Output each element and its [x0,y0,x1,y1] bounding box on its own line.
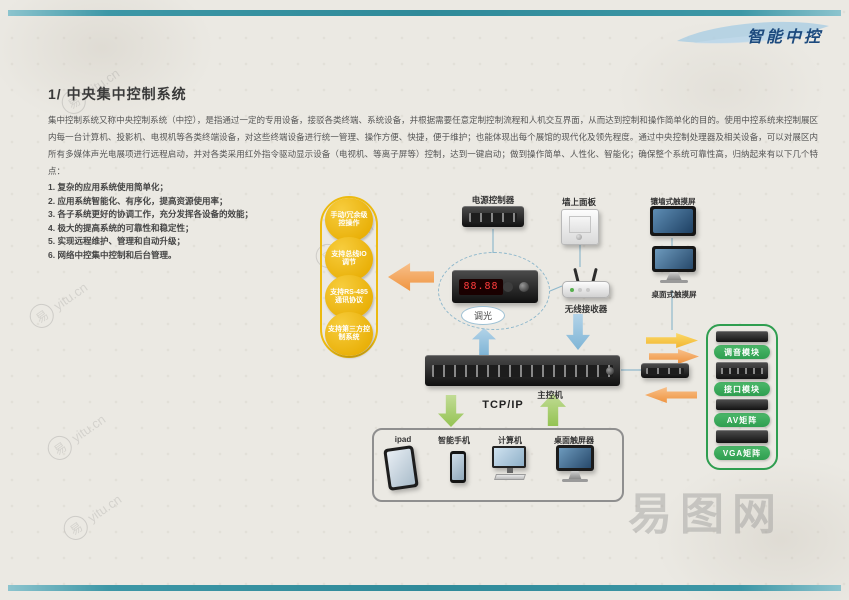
top-divider [8,10,841,16]
interface-module-label: 接口模块 [714,382,770,396]
tcpip-label: TCP/IP [482,399,524,411]
client-devices-box [372,428,624,502]
dimmer-device: 88.88 [452,270,538,303]
wall-panel-device [561,209,599,245]
av-matrix-label: AV矩阵 [714,413,770,427]
ipad-device [383,445,419,491]
protocol-capsule-column: 手动/冗余级控操作 支持总线IO调节 支持RS-485通讯协议 支持第三方控制系… [320,196,378,358]
computer-device [492,446,528,488]
monitor [492,446,526,468]
brand-logo: 智能中控 [673,14,833,52]
audio-module-label: 调音模块 [714,345,770,359]
ipad-label: ipad [394,435,412,444]
bottom-divider [8,585,841,591]
feature-item: 1. 复杂的应用系统使用简单化； [48,182,168,192]
brand-text: 智能中控 [746,29,823,46]
wireless-receiver-label: 无线接收器 [564,304,608,314]
desk-touchscreen-device [652,246,696,286]
module-box: 调音模块 接口模块 AV矩阵 VGA矩阵 [706,324,778,470]
panel-buttons [569,216,591,233]
intro-paragraph: 集中控制系统又称中央控制系统（中控），是指通过一定的专用设备，接驳各类终端、系统… [48,115,818,176]
feature-item: 2. 应用系统智能化、有序化，提高资源使用率； [48,195,228,206]
screen [559,448,591,468]
rack-ports [469,213,517,222]
desk-screen-label: 桌面触屏器 [554,436,594,445]
page-title: 1/ 中央集中控制系统 [48,86,187,102]
interface-module-device [716,362,768,379]
av-matrix-device [716,399,768,410]
base [660,280,688,283]
feature-item: 3. 各子系统更好的协调工作，充分发挥各设备的效能； [48,209,253,219]
wall-touchscreen-label: 镶墙式触摸屏 [650,197,696,206]
screen-frame [556,445,594,471]
stand [666,272,682,280]
feature-item: 4. 极大的提高系统的可靠性和稳定性； [48,222,194,233]
main-controller-device [425,355,620,386]
screen [452,454,464,480]
desk-touchscreen-label: 桌面式触摸屏 [651,290,697,299]
watermark-sitename: 易图网 [628,490,784,539]
base [562,479,588,482]
main-controller-label: 主控机 [537,390,563,400]
keyboard [494,474,526,480]
router-body [562,281,610,298]
smartphone-device [450,451,466,483]
desk-screen-device [556,445,594,487]
screen [494,448,524,466]
screen [386,448,416,488]
feature-list: 1. 复杂的应用系统使用简单化； 2. 应用系统智能化、有序化，提高资源使用率；… [48,181,348,262]
brush-stroke-icon [677,21,829,44]
wireless-receiver-device [562,267,610,299]
vga-matrix-device [716,430,768,443]
smartphone-label: 智能手机 [438,436,470,445]
screen-frame [652,246,696,272]
dimmer-zone-ellipse [438,252,550,330]
screen [655,249,693,269]
feature-item: 5. 实现远程维护、管理和自动升级； [48,236,185,246]
wall-touchscreen-device [650,206,696,236]
audio-module-device [716,331,768,342]
rack-ports [646,368,684,374]
stand [507,468,513,473]
stand [568,471,582,479]
power-controller-device [462,206,524,227]
wall-panel-label: 墙上面板 [561,197,596,207]
power-controller-label: 电源控制器 [471,195,515,205]
computer-label: 计算机 [498,436,522,445]
dimmer-label: 调光 [461,306,505,325]
capsule-manual-redundant: 手动/冗余级控操作 [325,198,373,242]
screen [653,209,693,233]
vga-matrix-label: VGA矩阵 [714,446,770,460]
feature-item: 6. 网络中控集中控制和后台管理。 [48,249,177,260]
led-display: 88.88 [459,279,503,295]
capsule-third-party: 支持第三方控制系统 [325,312,373,356]
network-switch-device [641,363,689,378]
capsule-rs485: 支持RS-485通讯协议 [325,275,373,319]
rack-ports [432,365,613,377]
capsule-bus-io: 支持总线IO调节 [325,237,373,281]
